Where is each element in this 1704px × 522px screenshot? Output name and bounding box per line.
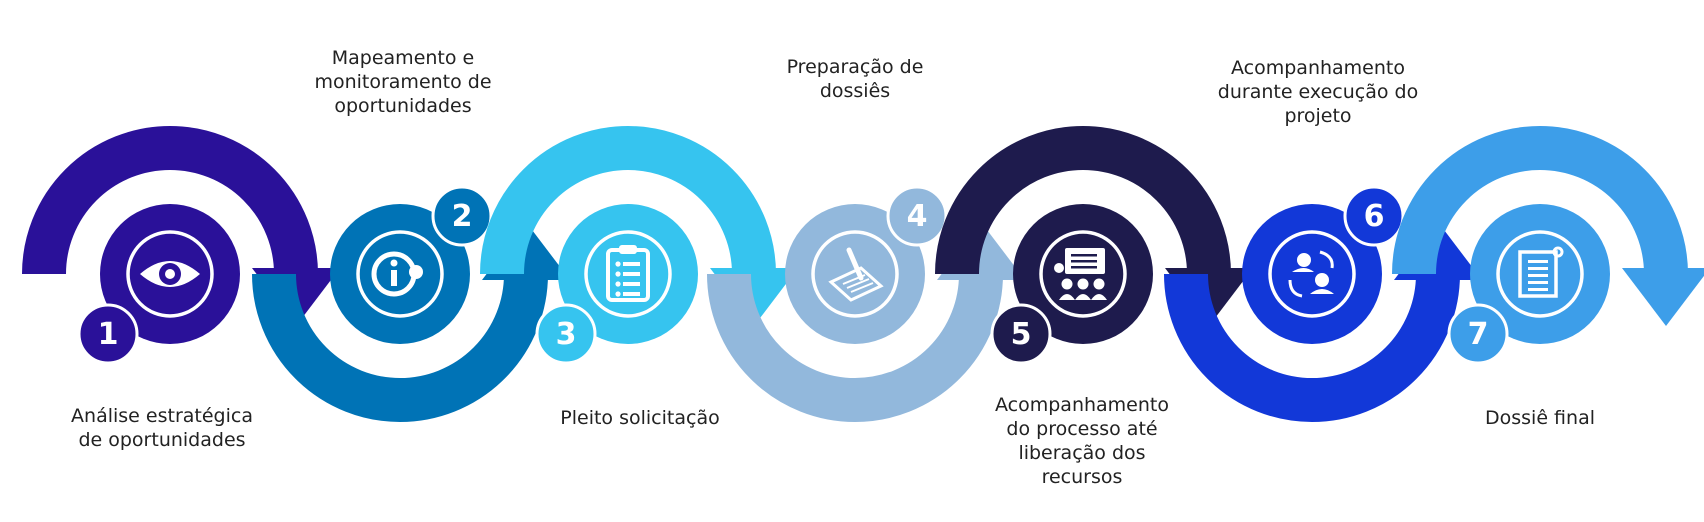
step-2-label: Mapeamento e monitoramento de oportunida… bbox=[314, 47, 492, 117]
step-6-icon-ring bbox=[1268, 230, 1356, 318]
step-5-badge bbox=[990, 303, 1052, 365]
step-1-label: Análise estratégica de oportunidades bbox=[71, 405, 253, 451]
step-7-number: 7 bbox=[1468, 317, 1489, 352]
step-6-hub bbox=[1242, 204, 1382, 344]
step-1: 1 bbox=[22, 126, 340, 365]
presentation-meeting-icon bbox=[1054, 248, 1107, 300]
step-3: 3 bbox=[480, 126, 798, 365]
step-4-arc bbox=[707, 273, 1003, 422]
step-7-icon-ring bbox=[1496, 230, 1584, 318]
scroll-document-icon bbox=[1518, 246, 1564, 298]
step-3-number: 3 bbox=[556, 317, 577, 352]
step-6-badge bbox=[1343, 185, 1405, 247]
step-4: 4 bbox=[707, 185, 1025, 422]
step-1-badge bbox=[77, 303, 139, 365]
step-3-arc bbox=[480, 126, 776, 275]
step-2-hub bbox=[330, 204, 470, 344]
step-2-icon-ring bbox=[356, 230, 444, 318]
step-3-badge bbox=[535, 303, 597, 365]
step-7-label: Dossiê final bbox=[1485, 407, 1595, 429]
step-2: 2 bbox=[252, 185, 570, 422]
step-2-badge bbox=[431, 185, 493, 247]
step-5-icon-ring bbox=[1039, 230, 1127, 318]
step-7-badge bbox=[1447, 303, 1509, 365]
step-4-icon-ring bbox=[811, 230, 899, 318]
step-2-arc bbox=[252, 273, 548, 422]
clipboard-checklist-icon bbox=[606, 245, 650, 302]
information-icon bbox=[371, 251, 423, 297]
step-1-arc bbox=[22, 126, 318, 275]
step-4-number: 4 bbox=[907, 199, 928, 234]
step-6-number: 6 bbox=[1364, 199, 1385, 234]
document-signing-icon bbox=[828, 247, 884, 302]
step-6-arc bbox=[1164, 273, 1460, 422]
step-5-arc bbox=[935, 126, 1231, 275]
eye-icon bbox=[140, 261, 200, 287]
step-7-arc bbox=[1392, 126, 1688, 275]
step-4-badge bbox=[886, 185, 948, 247]
step-7-arrowhead bbox=[1622, 268, 1704, 326]
step-5-label: Acompanhamento do processo até liberação… bbox=[995, 394, 1169, 488]
step-7: 7 bbox=[1392, 126, 1704, 365]
step-3-label: Pleito solicitação bbox=[560, 407, 720, 429]
step-4-label: Preparação de dossiês bbox=[786, 56, 924, 102]
step-6-label: Acompanhamento durante execução do proje… bbox=[1217, 57, 1419, 127]
step-5-number: 5 bbox=[1011, 317, 1032, 352]
step-1-icon-ring bbox=[126, 230, 214, 318]
step-5: 5 bbox=[935, 126, 1253, 365]
team-collaboration-icon bbox=[1288, 250, 1334, 298]
step-1-number: 1 bbox=[98, 317, 119, 352]
step-2-number: 2 bbox=[452, 199, 473, 234]
step-6: 6 bbox=[1164, 185, 1482, 422]
step-4-hub bbox=[785, 204, 925, 344]
step-3-icon-ring bbox=[584, 230, 672, 318]
